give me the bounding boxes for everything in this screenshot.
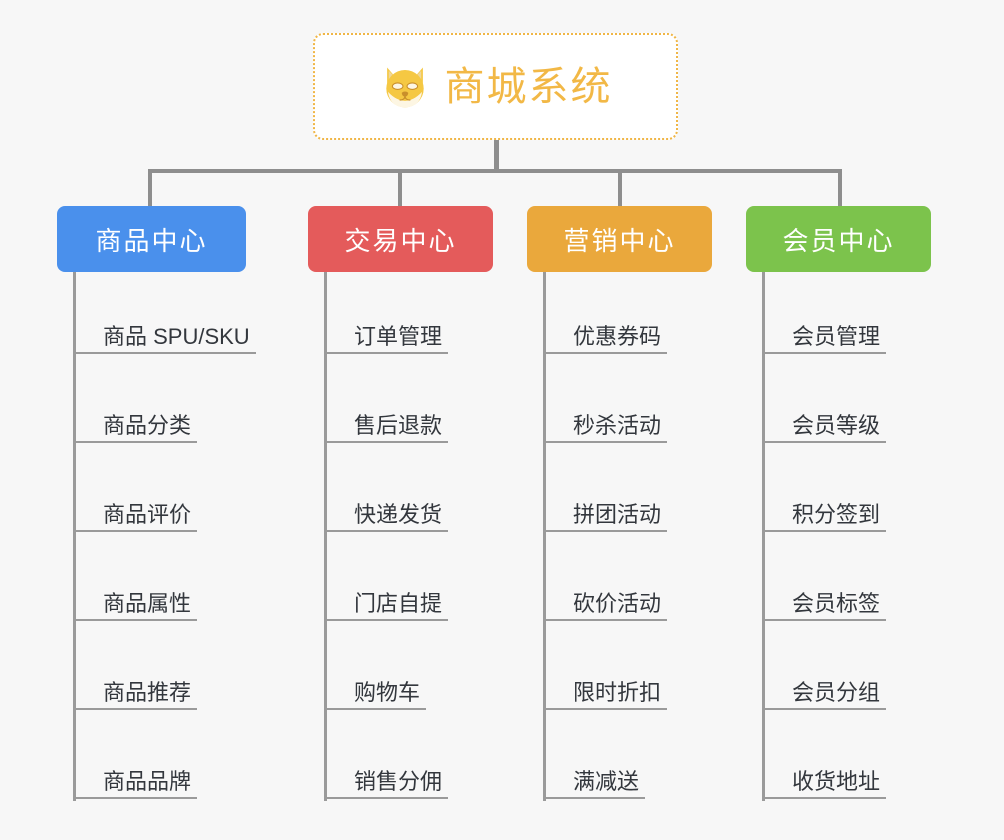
leaf-item-rule (324, 797, 448, 799)
leaf-item-rule (762, 797, 886, 799)
connector-drop-3 (618, 169, 622, 209)
leaf-item-label: 订单管理 (354, 324, 443, 349)
category-label-3: 营销中心 (563, 225, 676, 256)
leaf-item-label: 优惠券码 (573, 324, 662, 349)
leaf-item-label: 会员等级 (792, 413, 881, 438)
branch-spine (324, 272, 327, 801)
leaf-item-rule (73, 708, 197, 710)
branch-spine (73, 272, 76, 801)
leaf-item-rule (543, 441, 667, 443)
leaf-item-rule (543, 352, 667, 354)
leaf-item-label: 购物车 (354, 680, 421, 705)
leaf-item-label: 商品推荐 (103, 680, 192, 705)
root-title: 商城系统 (444, 64, 613, 109)
leaf-item-rule (73, 352, 256, 354)
leaf-item-label: 限时折扣 (573, 680, 662, 705)
leaf-item-label: 快递发货 (354, 502, 443, 527)
leaf-item-label: 积分签到 (792, 502, 881, 527)
category-label-1: 商品中心 (95, 225, 208, 256)
leaf-item-label: 会员管理 (792, 324, 881, 349)
root-node[interactable]: 商城系统 (313, 33, 678, 140)
leaf-item-rule (324, 352, 448, 354)
leaf-item-rule (324, 530, 448, 532)
leaf-item-label: 会员分组 (792, 680, 881, 705)
leaf-item-rule (543, 797, 645, 799)
leaf-item-rule (73, 441, 197, 443)
connector-drop-1 (148, 169, 152, 209)
leaf-item-label: 秒杀活动 (573, 413, 662, 438)
leaf-item-rule (73, 530, 197, 532)
leaf-item-label: 商品分类 (103, 413, 192, 438)
leaf-item-rule (324, 441, 448, 443)
category-label-2: 交易中心 (344, 225, 457, 256)
shiba-dog-face-icon (385, 67, 424, 109)
connector-drop-4 (838, 169, 842, 209)
leaf-item-label: 销售分佣 (354, 769, 443, 794)
category-box-4[interactable]: 会员中心 (746, 206, 931, 272)
leaf-item-rule (762, 619, 886, 621)
leaf-item-label: 商品品牌 (103, 769, 192, 794)
connector-drop-2 (398, 169, 402, 209)
branch-spine (762, 272, 765, 801)
leaf-item-label: 收货地址 (792, 769, 881, 794)
leaf-item-rule (543, 708, 667, 710)
leaf-item-label: 售后退款 (354, 413, 443, 438)
leaf-item-rule (543, 619, 667, 621)
connector-horizontal-bar (150, 169, 842, 173)
leaf-item-label: 砍价活动 (573, 591, 662, 616)
leaf-item-rule (73, 619, 197, 621)
category-label-4: 会员中心 (782, 225, 895, 256)
leaf-item-label: 满减送 (573, 769, 640, 794)
branch-spine (543, 272, 546, 801)
leaf-item-label: 会员标签 (792, 591, 881, 616)
leaf-item-label: 拼团活动 (573, 502, 662, 527)
leaf-item-rule (543, 530, 667, 532)
leaf-item-label: 商品属性 (103, 591, 192, 616)
category-box-3[interactable]: 营销中心 (527, 206, 712, 272)
category-box-2[interactable]: 交易中心 (308, 206, 493, 272)
leaf-item-label: 门店自提 (354, 591, 443, 616)
leaf-item-label: 商品评价 (103, 502, 192, 527)
category-box-1[interactable]: 商品中心 (57, 206, 246, 272)
leaf-item-rule (324, 619, 448, 621)
leaf-item-rule (324, 708, 426, 710)
leaf-item-rule (73, 797, 197, 799)
leaf-item-rule (762, 352, 886, 354)
connector-root-stub (494, 140, 499, 173)
leaf-item-rule (762, 441, 886, 443)
leaf-item-label: 商品 SPU/SKU (103, 324, 250, 349)
leaf-item-rule (762, 708, 886, 710)
leaf-item-rule (762, 530, 886, 532)
